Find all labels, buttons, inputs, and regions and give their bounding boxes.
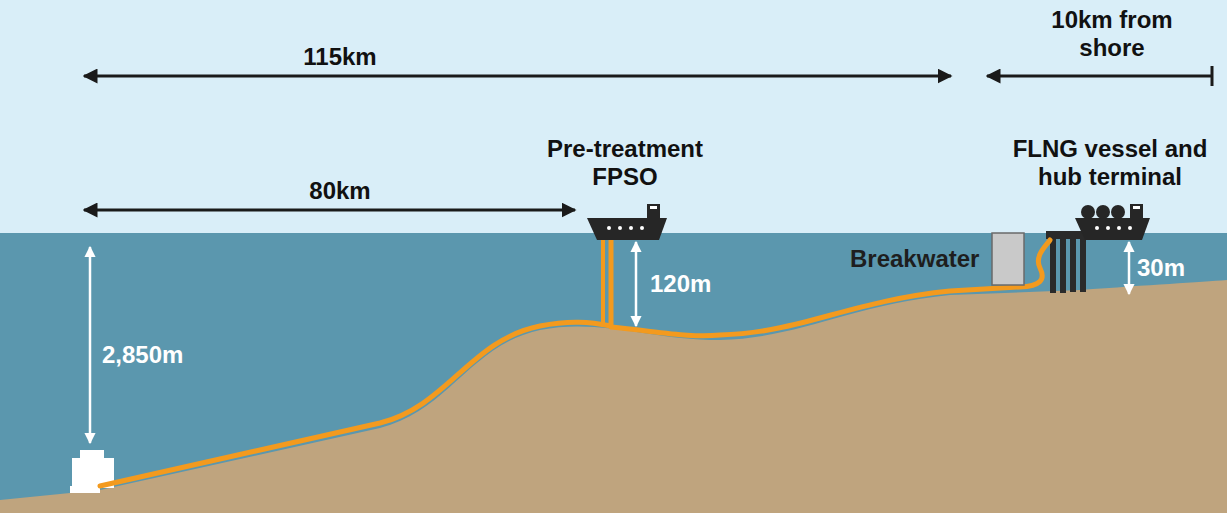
ship-symbol [587, 204, 667, 240]
depth-arrow [89, 247, 92, 443]
distance-label: 10km from shore [1037, 6, 1187, 62]
pipeline-connector [611, 240, 1050, 336]
pipeline [100, 322, 611, 486]
ship-symbol [1075, 204, 1150, 240]
sea [0, 233, 1227, 513]
depth-label: 120m [650, 270, 711, 298]
depth-arrow [635, 242, 638, 326]
vessel-node: Pre-treatment FPSO [530, 135, 720, 240]
dimension-arrow [84, 209, 575, 212]
depth-arrow [1128, 242, 1131, 294]
vessel-node: FLNG vessel and hub terminal [1005, 135, 1215, 240]
dimension-end-bar [1211, 66, 1214, 86]
distance-label: 80km [309, 177, 370, 205]
distance-label: 115km [303, 43, 376, 71]
node-label: Breakwater [850, 245, 979, 273]
dimension-arrow [987, 75, 1212, 78]
sky [0, 0, 1227, 234]
node-label: FLNG vessel and hub terminal [1005, 135, 1215, 191]
riser [601, 240, 605, 327]
node-label: Pre-treatment FPSO [530, 135, 720, 191]
dimension-arrow [84, 75, 951, 78]
depth-label: 2,850m [102, 341, 183, 369]
breakwater-block: Breakwater [848, 232, 1026, 286]
jetty-pier [1046, 231, 1092, 293]
depth-label: 30m [1137, 254, 1185, 282]
